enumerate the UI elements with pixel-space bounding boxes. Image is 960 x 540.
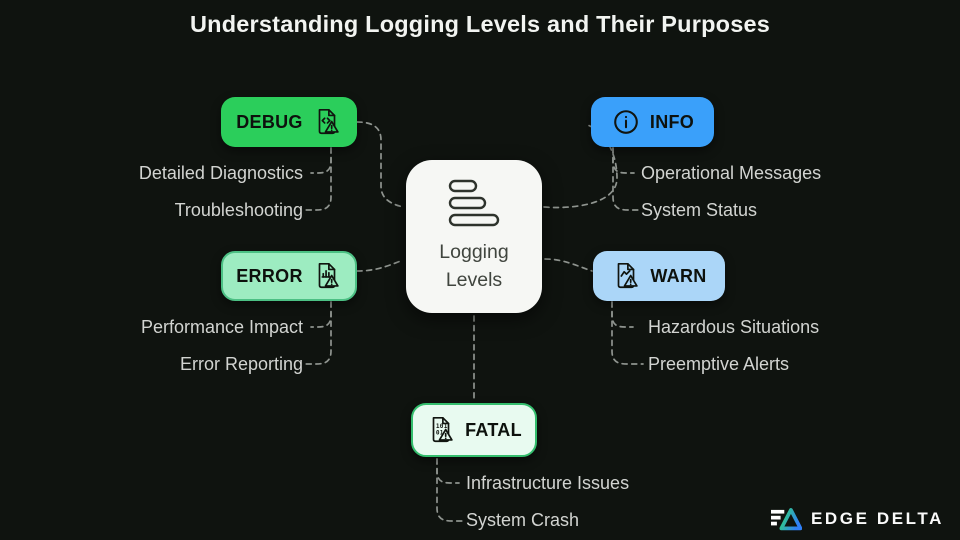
code-file-warning-icon — [318, 108, 339, 135]
trend-file-warning-icon — [618, 262, 639, 289]
connector-center-warn — [544, 258, 593, 272]
info-circle-icon — [614, 110, 638, 134]
edge-delta-logo: EDGE DELTA — [770, 503, 944, 535]
node-debug: DEBUG — [221, 97, 357, 147]
leaf-system-status: System Status — [641, 200, 758, 220]
node-fatal: 101 01 FATAL — [411, 403, 537, 457]
leaf-error-reporting: Error Reporting — [179, 354, 303, 374]
leaf-operational-messages: Operational Messages — [641, 163, 822, 183]
spine-debug-item1 — [310, 147, 332, 174]
spine-debug-item2 — [304, 147, 332, 211]
spine-fatal-item2 — [436, 458, 463, 522]
connector-center-info — [543, 123, 618, 209]
node-warn: WARN — [593, 251, 725, 301]
spine-fatal-item1 — [436, 458, 460, 484]
spine-info-item2 — [612, 147, 639, 211]
leaf-infrastructure-issues: Infrastructure Issues — [466, 473, 630, 493]
binary-file-warning-icon: 101 01 — [432, 416, 453, 443]
spine-warn-item2 — [611, 301, 644, 365]
edge-delta-logo-text: EDGE DELTA — [810, 509, 944, 528]
leaf-performance-impact: Performance Impact — [140, 317, 303, 337]
spine-error-item2 — [304, 301, 332, 365]
spine-error-item1 — [310, 301, 332, 328]
connector-debug-center — [356, 121, 404, 208]
leaf-troubleshooting: Troubleshooting — [174, 200, 303, 220]
node-error: ERROR — [221, 251, 357, 301]
leaf-hazardous-situations: Hazardous Situations — [648, 317, 820, 337]
diagram-title: Understanding Logging Levels and Their P… — [190, 11, 770, 37]
connector-error-center — [356, 259, 404, 272]
spine-warn-item1 — [611, 301, 634, 328]
svg-text:101: 101 — [436, 423, 448, 430]
node-error-label: ERROR — [236, 265, 303, 286]
leaf-detailed-diagnostics: Detailed Diagnostics — [138, 163, 303, 183]
leaf-system-crash: System Crash — [466, 510, 580, 530]
node-fatal-label: FATAL — [465, 419, 522, 440]
leaf-preemptive-alerts: Preemptive Alerts — [648, 354, 790, 374]
spine-info-item1 — [612, 147, 635, 174]
svg-text:01: 01 — [436, 430, 444, 437]
node-info: INFO — [591, 97, 714, 147]
node-logging-levels: Logging Levels — [406, 160, 542, 313]
node-info-label: INFO — [649, 111, 695, 132]
logging-levels-bars-icon — [448, 180, 500, 227]
node-debug-label: DEBUG — [236, 111, 303, 132]
chart-file-warning-icon — [318, 262, 339, 289]
node-warn-label: WARN — [650, 265, 707, 286]
edge-delta-logo-icon — [770, 507, 802, 530]
center-label: Logging Levels — [439, 241, 509, 291]
